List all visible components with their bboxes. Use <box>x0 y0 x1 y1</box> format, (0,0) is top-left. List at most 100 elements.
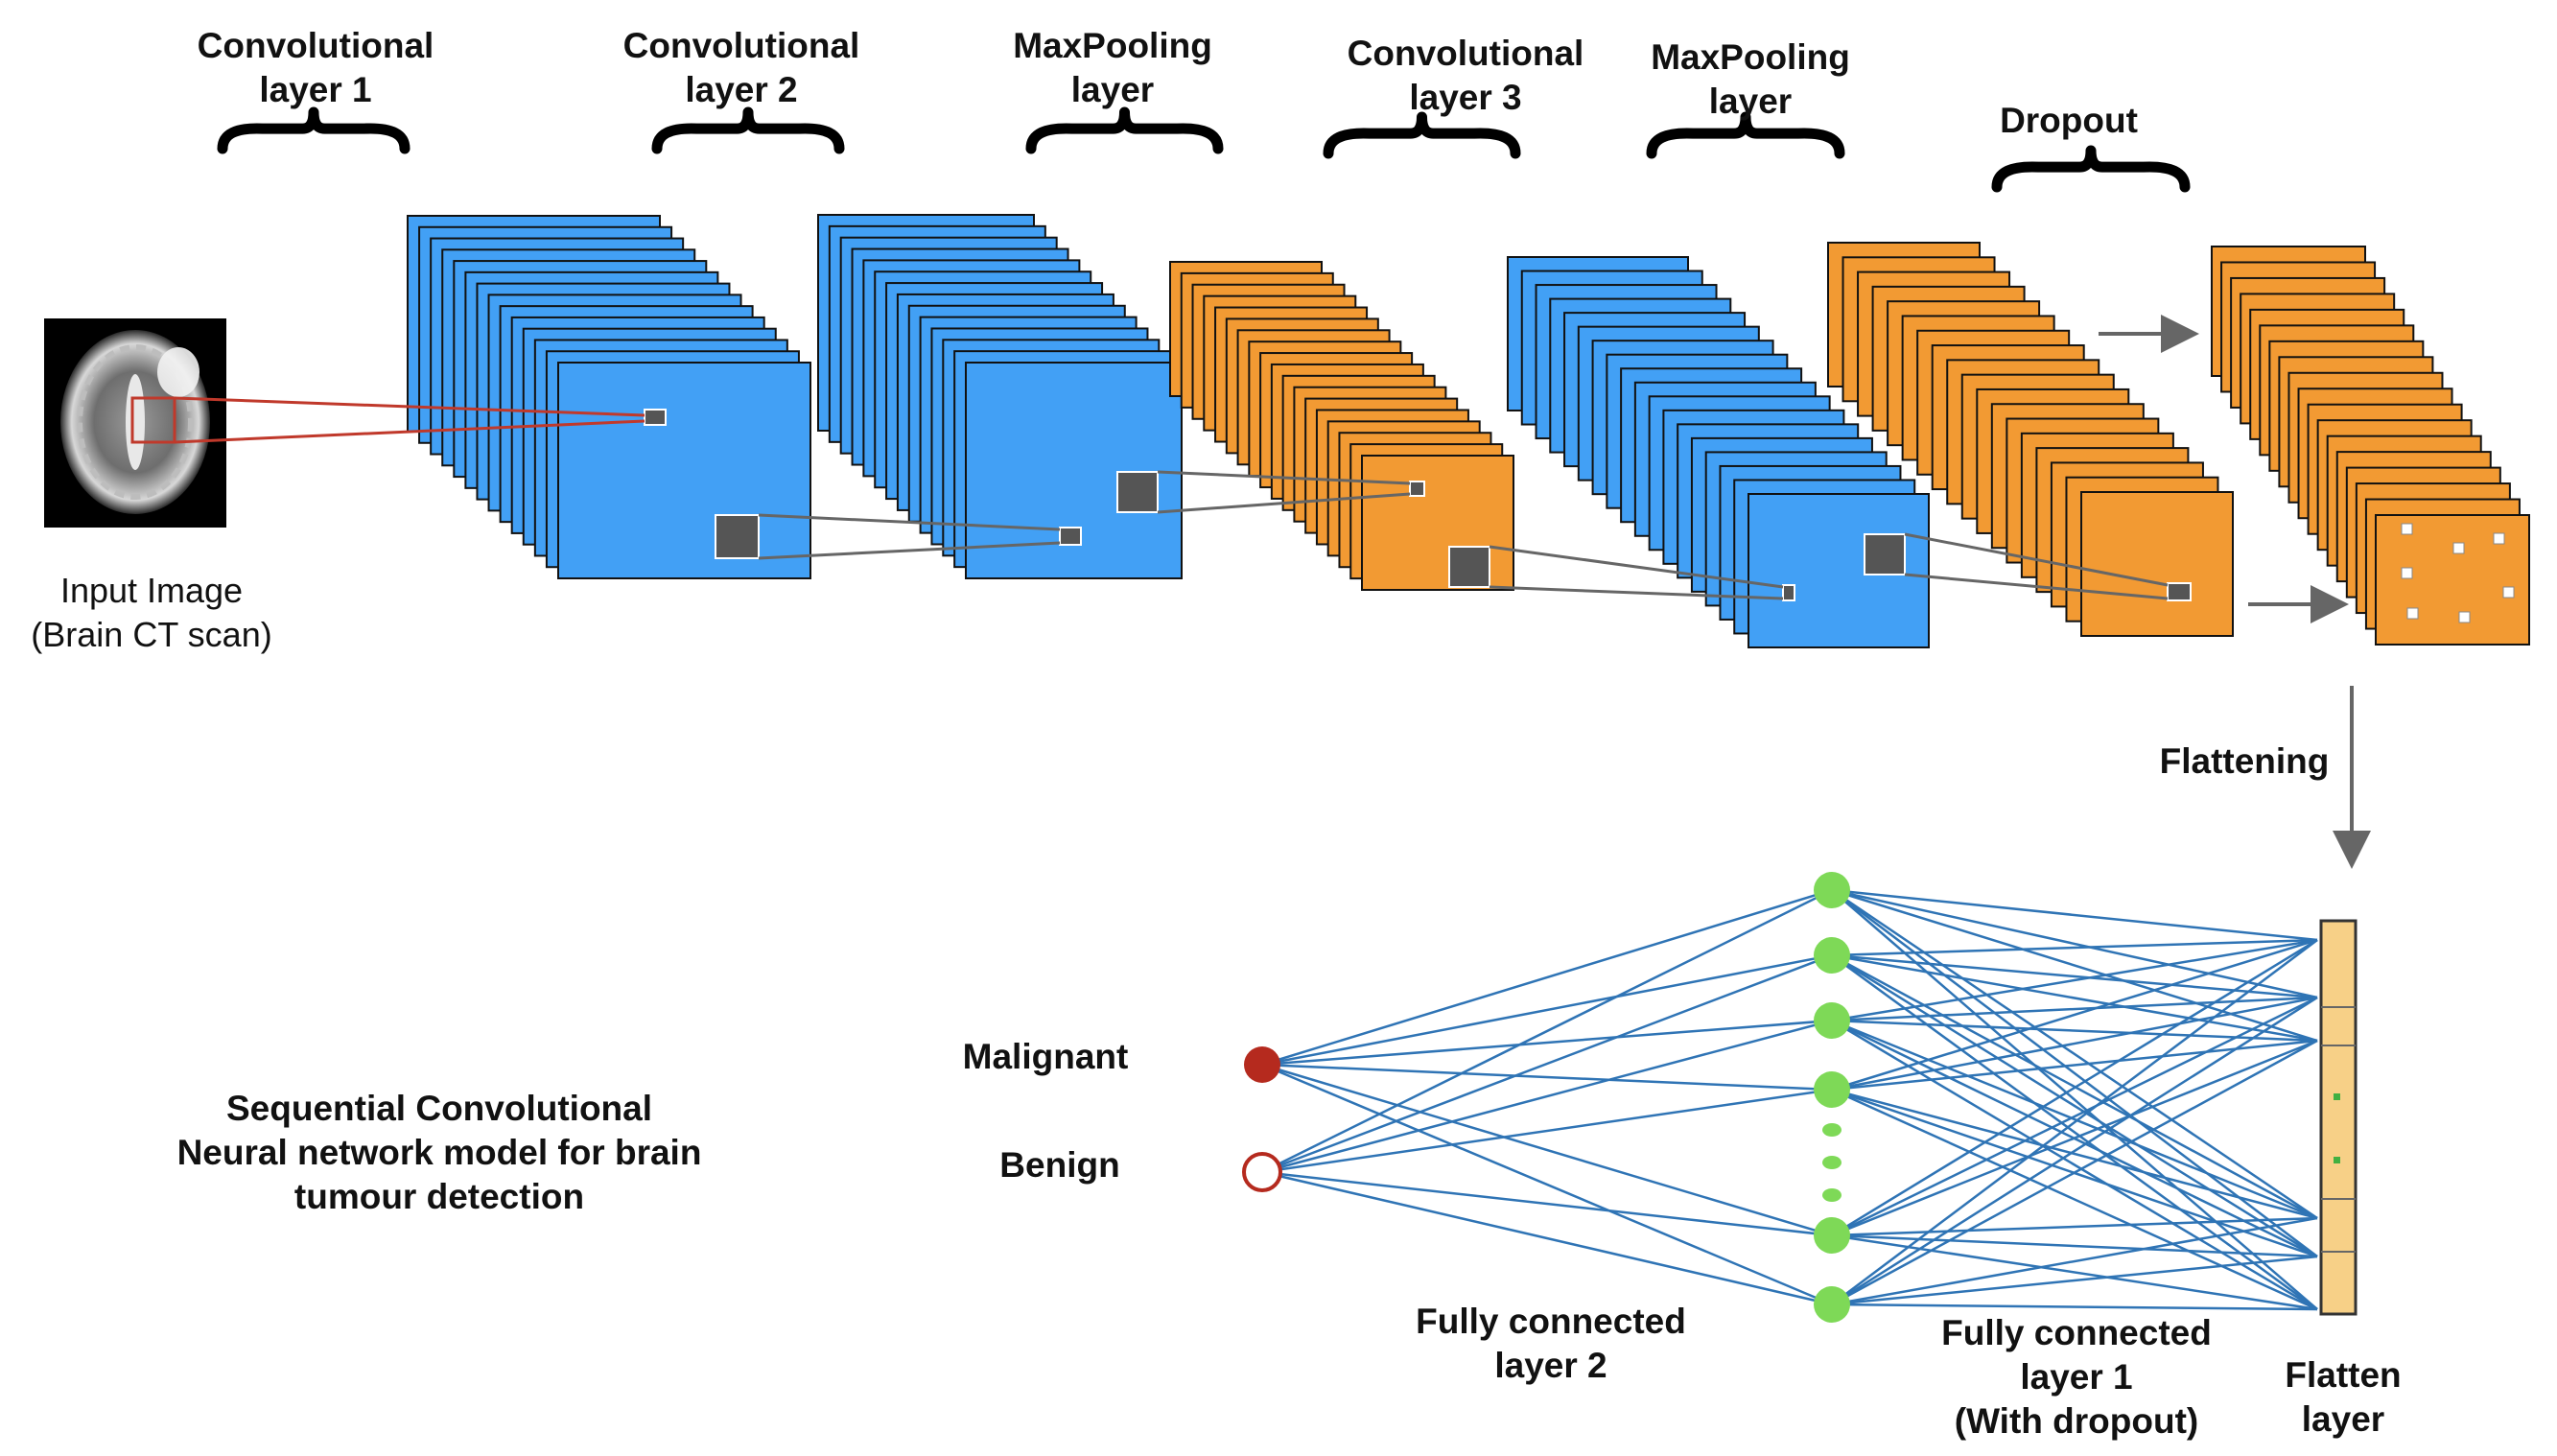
kernel-square <box>2167 582 2192 601</box>
fc-edge <box>1261 888 1833 1174</box>
input-image <box>44 318 645 528</box>
fc-edge <box>1831 996 2318 1092</box>
fc-edge <box>1831 1233 2318 1258</box>
flatten-layer-bar <box>2319 919 2358 1316</box>
activation-square <box>2406 607 2419 620</box>
kernel-square <box>1409 481 1425 497</box>
output-neuron-malignant <box>1244 1046 1280 1083</box>
curly-brace-icon <box>1025 106 1224 154</box>
flatten-bar-dot <box>2334 1157 2340 1163</box>
kernel-square <box>715 514 760 559</box>
fc-edge <box>1831 889 2318 1310</box>
fc-edge <box>1831 1088 2318 1311</box>
fc-edge <box>1831 996 2318 1237</box>
fc-edge <box>1831 939 2318 1305</box>
ellipsis-dot <box>1822 1188 1842 1202</box>
fc-edge <box>1831 953 2318 1043</box>
input-projection-line-bottom <box>174 419 645 444</box>
feature-map-conv1 <box>557 362 811 579</box>
kernel-square <box>644 409 667 426</box>
fc-edge <box>1261 1019 1833 1067</box>
kernel-connection-line <box>1489 545 1784 589</box>
fc-edge <box>1831 888 2318 1043</box>
input-projection-line-top <box>174 396 645 417</box>
kernel-connections <box>644 409 2192 601</box>
fc-edge <box>1261 1063 1833 1092</box>
curly-brace-icon <box>1323 111 1521 159</box>
fc-edge <box>1831 1303 2318 1311</box>
flatten-bar-dot <box>2334 1093 2340 1100</box>
feature-map-dropout <box>2375 514 2530 646</box>
brain-scan-ventricle-icon <box>126 374 145 470</box>
hidden-neuron <box>1814 1217 1850 1254</box>
curly-brace-icon <box>1646 111 1845 159</box>
feature-map-maxpool2 <box>2080 491 2234 637</box>
label-input-image: Input Image(Brain CT scan) <box>31 571 271 654</box>
label-malignant: Malignant <box>963 1037 1129 1076</box>
hidden-neuron <box>1814 872 1850 908</box>
curly-brace-icon <box>217 106 411 154</box>
fc-edge <box>1831 889 2318 1257</box>
fc-edge <box>1261 953 1833 1174</box>
activation-square <box>2458 611 2471 623</box>
fc-edge <box>1261 1170 1833 1237</box>
fc-edge <box>1261 1170 1833 1306</box>
brain-scan-tumour-icon <box>157 347 199 397</box>
fc-edge <box>1831 1216 2318 1237</box>
fc-edge <box>1261 1088 1833 1174</box>
activation-square <box>2401 567 2413 579</box>
hidden-neuron <box>1814 937 1850 974</box>
kernel-connection-line <box>1904 573 2169 600</box>
fc-edge <box>1261 1063 1833 1237</box>
kernel-square <box>1448 546 1490 588</box>
fc-edge <box>1831 1233 2318 1311</box>
fc-edge <box>1831 888 2318 942</box>
fc-edge <box>1831 1039 2318 1306</box>
fc-edge <box>1831 1019 2318 1311</box>
activation-square <box>2452 542 2465 554</box>
fc-edge <box>1831 953 2318 1258</box>
kernel-connection-line <box>1489 585 1784 600</box>
activation-square <box>2502 586 2515 599</box>
fc-edge <box>1261 1063 1833 1306</box>
fc-edge <box>1831 938 2318 1237</box>
activation-square <box>2493 532 2505 545</box>
fc-edge <box>1831 996 2318 1306</box>
kernel-connection-line <box>758 513 1061 531</box>
kernel-connection-line <box>1157 492 1411 514</box>
ellipsis-dot <box>1822 1123 1842 1137</box>
fc-edge <box>1261 953 1833 1067</box>
fc-edge <box>1831 938 2318 1092</box>
flatten-bar-rect <box>2319 919 2358 1316</box>
feature-map-maxpool1 <box>1361 455 1514 591</box>
fc-edge <box>1831 888 2318 1220</box>
fc-neurons <box>1242 872 1850 1323</box>
kernel-connection-line <box>1904 532 2169 587</box>
fc-edge <box>1831 938 2318 957</box>
fc-edge <box>1831 938 2318 1022</box>
brace-group <box>217 106 2191 193</box>
fc-edge <box>1831 953 2318 1311</box>
fc-edge <box>1261 888 1833 1067</box>
fc-edge <box>1831 1088 2318 1220</box>
curly-brace-icon <box>1991 145 2191 193</box>
kernel-square <box>1059 527 1082 546</box>
label-dropout: Dropout <box>2000 101 2138 140</box>
feature-map-stacks <box>407 214 2530 648</box>
fc-edges <box>1261 888 2318 1311</box>
kernel-square <box>1864 533 1906 575</box>
brain-scan-inner-icon <box>77 344 194 500</box>
input-receptive-field-box <box>130 396 176 444</box>
output-neuron-benign <box>1242 1152 1282 1192</box>
fc-edge <box>1261 1019 1833 1174</box>
fc-edge <box>1831 888 2318 999</box>
fc-edge <box>1831 1255 2318 1306</box>
